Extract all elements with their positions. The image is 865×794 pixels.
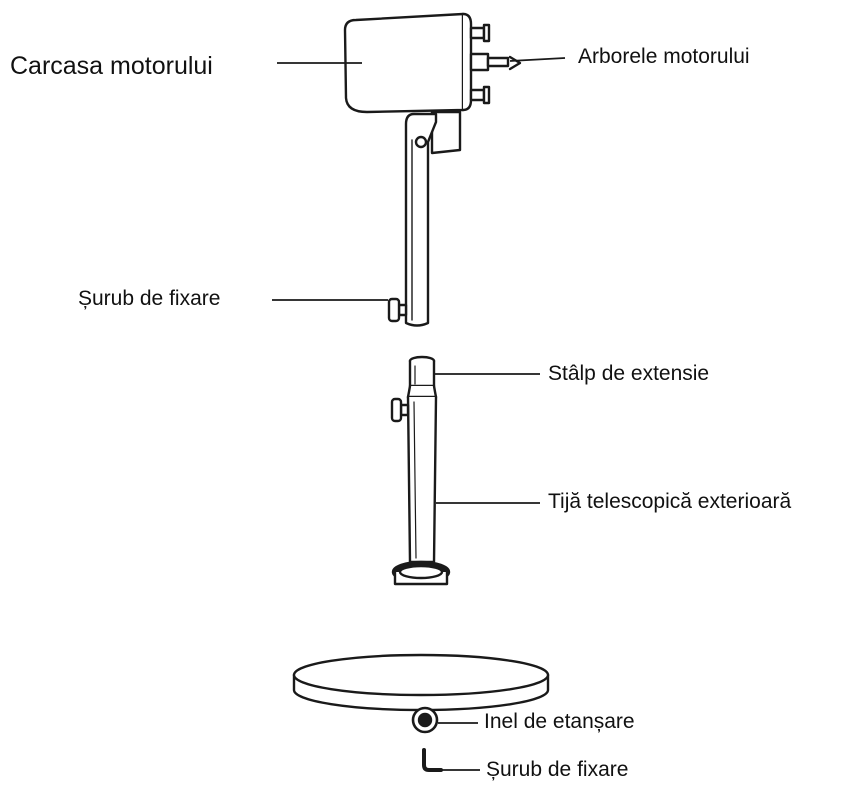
pole-part <box>390 355 438 564</box>
label-outer-telescopic-rod: Tijă telescopică exterioară <box>548 490 792 513</box>
motor-housing-part <box>343 12 522 114</box>
allen-screw-part <box>422 748 443 772</box>
upper-tube-part <box>387 110 462 327</box>
leader-motor-shaft <box>509 57 566 62</box>
base-part <box>292 560 550 712</box>
label-fixing-screw-lower: Șurub de fixare <box>486 758 629 781</box>
label-sealing-ring: Inel de etanșare <box>484 710 635 733</box>
sealing-ring-part <box>411 706 439 734</box>
label-motor-housing: Carcasa motorului <box>10 52 213 80</box>
label-fixing-screw-upper: Șurub de fixare <box>78 287 221 310</box>
label-extension-pole: Stâlp de extensie <box>548 362 710 385</box>
label-motor-shaft: Arborele motorului <box>578 45 750 68</box>
